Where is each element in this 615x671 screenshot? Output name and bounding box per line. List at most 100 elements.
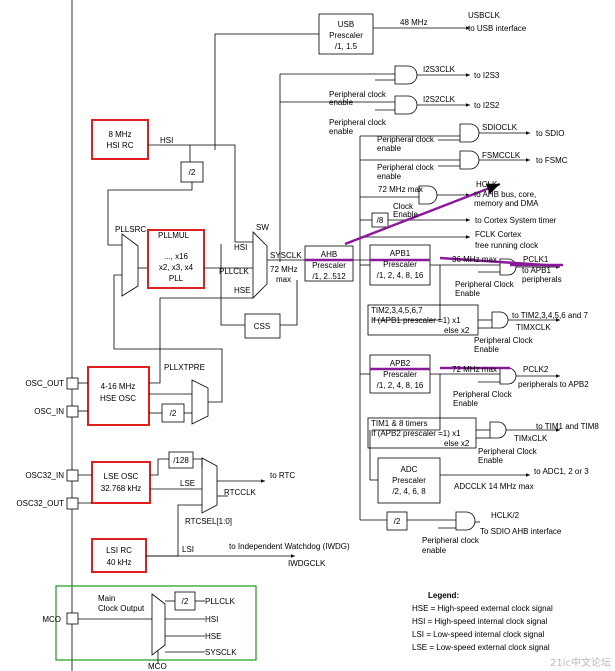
i2s3-pce-line1: Peripheral clock <box>329 90 387 99</box>
clock-enable-line1: Clock <box>393 202 414 211</box>
labels: OSC_OUT OSC_IN OSC32_IN OSC32_OUT MCO MC… <box>16 11 599 671</box>
pll-name: PLL <box>169 274 184 283</box>
timxclk2-label: TIMxCLK <box>514 434 548 443</box>
to-apb2-label: peripherals to APB2 <box>518 380 589 389</box>
apb1-prescaler-values: /1, 2, 4, 8, 16 <box>377 271 424 280</box>
pllmul-label: PLLMUL <box>158 231 190 240</box>
apb1-prescaler-label: Prescaler <box>383 260 417 269</box>
mco-box-title: Main <box>98 594 115 603</box>
to-rtc-label: to RTC <box>270 471 295 480</box>
legend-lse: LSE = Low-speed external clock signal <box>412 643 550 652</box>
pllxtpre-label: PLLXTPRE <box>164 363 205 372</box>
fclk-line2: free running clock <box>475 241 539 250</box>
tim2-block-line3: else x2 <box>444 326 470 335</box>
usb-prescaler-title: USB <box>338 20 354 29</box>
to-fsmc-label: to FSMC <box>536 156 568 165</box>
lse-osc-freq: 32.768 kHz <box>101 484 141 493</box>
sdio-ahb-pce-line2: enable <box>422 546 447 555</box>
pclk1-label: PCLK1 <box>523 255 549 264</box>
highlight-marks <box>305 182 563 371</box>
osc32-out-pin-label: OSC32_OUT <box>16 499 64 508</box>
pll-mul-range: ..., x16 <box>164 252 189 261</box>
apb1-max-label: 36 MHz max <box>452 255 497 264</box>
adc-prescaler-label: Prescaler <box>392 476 426 485</box>
rtcclk-label: RTCCLK <box>224 488 257 497</box>
rtcsel-label: RTCSEL[1:0] <box>185 517 232 526</box>
fsmc-pce-line2: enable <box>377 172 402 181</box>
sdio-pce-line2: enable <box>377 144 402 153</box>
hclk-label: HCLK <box>476 180 498 189</box>
usb-interface-label: to USB interface <box>468 24 527 33</box>
tim1-block-line2: If (APB2 prescaler =1) x1 <box>371 429 461 438</box>
hclk-dest-line1: to AHB bus, core, <box>474 190 536 199</box>
tim1-dest-label: to TIM1 and TIM8 <box>536 422 599 431</box>
sw-hsi-label: HSI <box>234 243 247 252</box>
lsi-line-label: LSI <box>182 545 194 554</box>
sysclk-max-freq: 72 MHz <box>270 265 298 274</box>
tim2-block-line2: If (APB1 prescaler =1) x1 <box>371 316 461 325</box>
hclk2-label: HCLK/2 <box>491 511 520 520</box>
apb2-prescaler-values: /1, 2, 4, 8, 16 <box>377 381 424 390</box>
to-i2s3-label: to I2S3 <box>474 71 500 80</box>
mco-pllclk-label: PLLCLK <box>205 597 235 606</box>
hsi-line-label: HSI <box>160 136 173 145</box>
lsi-rc-freq: 40 kHz <box>107 558 132 567</box>
i2s2clk-label: I2S2CLK <box>423 95 456 104</box>
mco-div2-label: /2 <box>182 597 189 606</box>
hse-osc-name: HSE OSC <box>100 394 136 403</box>
apb2-title: APB2 <box>390 359 411 368</box>
sdio-ahb-dest-label: To SDIO AHB interface <box>480 527 562 536</box>
hclk-dest-line2: memory and DMA <box>474 199 539 208</box>
iwdgclk-label: IWDGCLK <box>288 559 326 568</box>
fsmcclk-label: FSMCCLK <box>482 151 521 160</box>
to-apb1-line1: to APB1 <box>522 266 551 275</box>
sw-hse-label: HSE <box>234 286 250 295</box>
tim1-block-line3: else x2 <box>444 439 470 448</box>
mco-hse-label: HSE <box>205 632 221 641</box>
usb-prescaler-values: /1, 1.5 <box>335 42 358 51</box>
clock-enable-line2: Enable <box>393 210 418 219</box>
tim2-pce-line2: Enable <box>474 345 499 354</box>
usbclk-label: USBCLK <box>468 11 501 20</box>
adc-dest-label: to ADC1, 2 or 3 <box>534 467 589 476</box>
sysclk-label: SYSCLK <box>270 251 302 260</box>
apb2-prescaler-label: Prescaler <box>383 370 417 379</box>
i2s2-pce-line2: enable <box>329 127 354 136</box>
osc32-in-pin-label: OSC32_IN <box>25 471 64 480</box>
pclk2-label: PCLK2 <box>523 365 549 374</box>
legend-lsi: LSI = Low-speed internal clock signal <box>412 630 545 639</box>
tim2-pce-line1: Peripheral Clock <box>474 336 534 345</box>
mco-hsi-label: HSI <box>205 615 218 624</box>
ahb-prescaler-label: Prescaler <box>312 261 346 270</box>
i2s2-pce-line1: Peripheral clock <box>329 118 387 127</box>
legend-hse: HSE = High-speed external clock signal <box>412 604 553 613</box>
hse-osc-freq: 4-16 MHz <box>101 382 136 391</box>
sdio-ahb-div2-label: /2 <box>394 517 401 526</box>
mco-sysclk-label: SYSCLK <box>205 648 237 657</box>
div128-label: /128 <box>173 456 189 465</box>
ahb-prescaler-values: /1, 2..512 <box>312 272 346 281</box>
pllclk-label: PLLCLK <box>219 267 249 276</box>
i2s3clk-label: I2S3CLK <box>423 65 456 74</box>
wires <box>55 0 560 671</box>
apb1-title: APB1 <box>390 249 411 258</box>
i2s3-pce-line2: enable <box>329 98 354 107</box>
div8-label: /8 <box>377 216 384 225</box>
mco-pin-label: MCO <box>42 615 61 624</box>
apb2-pce-line2: Enable <box>453 399 478 408</box>
tim2-block-line1: TIM2,3,4,5,6,7 <box>371 306 423 315</box>
lse-osc-name: LSE OSC <box>104 472 139 481</box>
hsi-rc-name: HSI RC <box>106 141 133 150</box>
hsi-rc-freq: 8 MHz <box>108 130 131 139</box>
watermark-text: 21ic中文论坛 <box>549 658 611 669</box>
osc-out-pin-label: OSC_OUT <box>25 379 64 388</box>
to-apb1-line2: peripherals <box>522 275 562 284</box>
osc-in-pin-label: OSC_IN <box>34 407 64 416</box>
adc-prescaler-values: /2, 4, 6, 8 <box>392 487 426 496</box>
hse-div2-label: /2 <box>170 409 177 418</box>
ahb-title: AHB <box>321 250 337 259</box>
fclk-line1: FCLK Cortex <box>475 230 521 239</box>
sdio-ahb-pce-line1: Peripheral clock <box>422 536 480 545</box>
sdio-pce-line1: Peripheral clock <box>377 135 435 144</box>
